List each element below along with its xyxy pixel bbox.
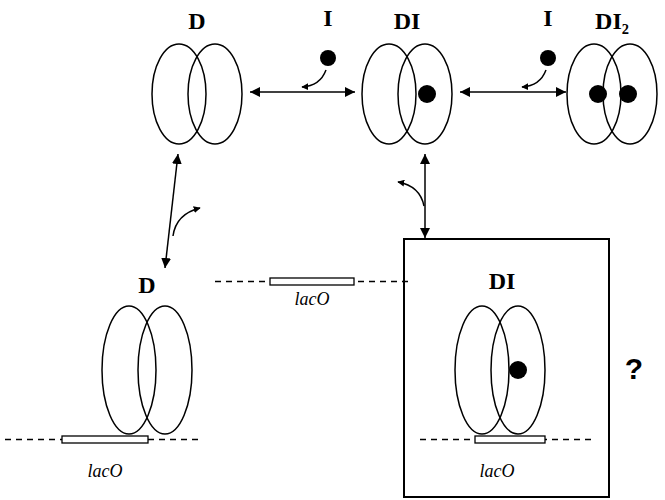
monomer-ellipse <box>138 306 192 434</box>
species-label: DI₂ <box>595 8 629 34</box>
inducer-label: I <box>323 5 332 31</box>
monomer-ellipse <box>455 306 509 434</box>
monomer-ellipse <box>362 44 416 144</box>
operator-rect <box>270 278 354 285</box>
equilibrium-arrow <box>424 154 426 238</box>
equilibrium-arrow <box>250 91 355 93</box>
monomer-ellipse <box>567 44 621 144</box>
shape-outline <box>55 268 205 493</box>
equilibrium-arrow <box>460 91 566 93</box>
species-label: D <box>188 8 205 34</box>
operator-label: lacO <box>295 290 330 310</box>
species-label: D <box>138 272 155 298</box>
operator-rect <box>62 436 148 443</box>
operator-label: lacO <box>88 462 123 482</box>
species-label: DI <box>489 268 516 294</box>
inducer-label: I <box>543 5 552 31</box>
repressor-dimer: DI <box>355 4 460 154</box>
binding-curve <box>522 70 546 87</box>
monomer-ellipse <box>603 44 657 144</box>
operator-label: lacO <box>480 462 515 482</box>
binding-curve <box>173 208 200 236</box>
inducer-dot <box>509 361 527 379</box>
repressor-dimer: DI₂ <box>566 4 660 154</box>
inducer-dot <box>418 85 436 103</box>
bound-complex: DlacO <box>55 268 205 493</box>
question-mark: ? <box>625 352 643 385</box>
monomer-ellipse <box>188 44 242 144</box>
monomer-ellipse <box>491 306 545 434</box>
operator-rect <box>475 436 545 443</box>
species-label: DI <box>394 8 421 34</box>
binding-curve <box>398 182 424 206</box>
operator-site: lacO <box>262 270 362 318</box>
equilibrium-arrow <box>165 154 178 268</box>
highlight-box: DI lacO <box>403 238 610 498</box>
monomer-ellipse <box>152 44 206 144</box>
monomer-ellipse <box>398 44 452 144</box>
repressor-dimer: D <box>145 4 250 154</box>
monomer-ellipse <box>102 306 156 434</box>
inducer-dot <box>589 85 607 103</box>
inducer-dot <box>320 50 336 66</box>
inducer-dot <box>619 85 637 103</box>
binding-curve <box>302 70 326 87</box>
inducer-dot <box>540 50 556 66</box>
